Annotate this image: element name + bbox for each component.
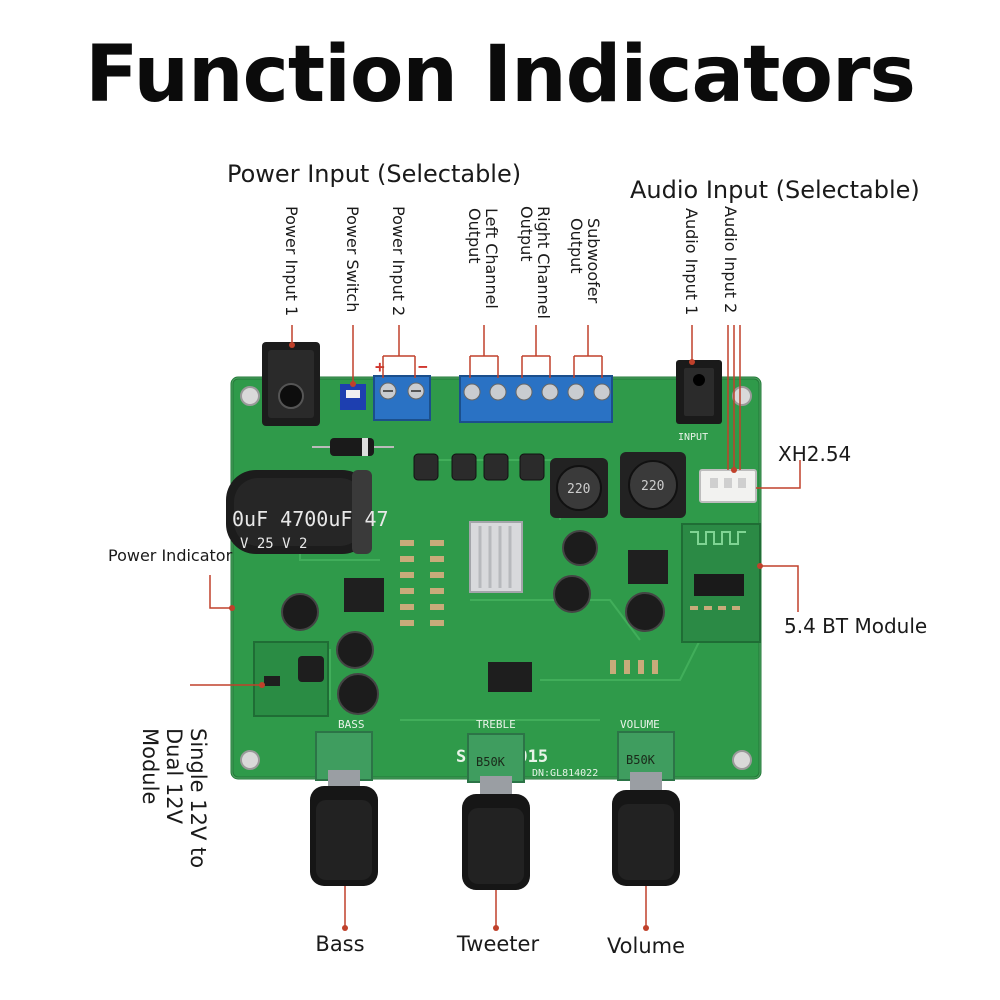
label-volume: Volume: [606, 934, 686, 958]
label-bass: Bass: [315, 932, 365, 956]
callout-dots: [229, 342, 763, 931]
page-title: Function Indicators: [85, 30, 916, 120]
capacitor-voltage: V 25 V 2: [240, 536, 307, 552]
power-input-header: Power Input (Selectable): [227, 160, 522, 188]
potentiometer-bass: [310, 731, 378, 886]
main-capacitor: 0uF 4700uF 47 V 25 V 2: [226, 470, 389, 554]
op-amp-chip: [488, 662, 532, 692]
capacitor-marking: 0uF 4700uF 47: [232, 507, 389, 531]
mounting-holes: [240, 386, 752, 770]
label-xh254: XH2.54: [778, 442, 852, 466]
potentiometer-volume: B50K: [612, 731, 680, 886]
audio-input-header: Audio Input (Selectable): [630, 176, 920, 204]
label-audio-input-1: Audio Input 1: [682, 208, 701, 316]
pot-value-volume: B50K: [626, 753, 656, 767]
terminal-block-power: [373, 375, 431, 421]
smd-resistors: [400, 540, 658, 674]
label-audio-input-2: Audio Input 2: [721, 206, 740, 314]
board-dn: DN:GL814022: [532, 768, 598, 779]
power-inductors: 220 220: [550, 452, 686, 518]
terminal-block-outputs: [459, 375, 613, 423]
label-power-indicator: Power Indicator: [108, 546, 233, 565]
small-capacitors: [281, 530, 665, 715]
label-power-switch: Power Switch: [343, 206, 362, 313]
label-dual-12v-module: Single 12V to Dual 12V Module: [138, 728, 210, 869]
label-right-channel-output: Right Channel Output: [517, 206, 553, 319]
diode: [312, 438, 394, 456]
pot-value-treble: B50K: [476, 755, 506, 769]
small-inductors: [413, 453, 545, 481]
label-tweeter: Tweeter: [456, 932, 540, 956]
label-bt-module: 5.4 BT Module: [784, 614, 928, 638]
silk-volume: VOLUME: [620, 718, 660, 731]
silk-treble: TREBLE: [476, 718, 516, 731]
callout-lines: [190, 325, 801, 928]
label-power-input-1: Power Input 1: [282, 206, 301, 317]
label-subwoofer-output: Subwoofer Output: [567, 218, 603, 304]
inductor-label-2: 220: [641, 479, 664, 494]
regulator-2: [628, 550, 668, 584]
polarity-plus: +: [375, 357, 385, 376]
potentiometer-treble: B50K: [462, 733, 530, 890]
audio-jack: [676, 360, 722, 424]
voltage-regulator: [344, 578, 384, 612]
heatsink: [469, 521, 523, 593]
dual-12v-module: [253, 641, 329, 717]
dc-jack: [262, 342, 320, 426]
polarity-minus: −: [418, 357, 428, 376]
label-power-input-2: Power Input 2: [389, 206, 408, 317]
bt-module-pcb: [681, 523, 761, 643]
label-left-channel-output: Left Channel Output: [465, 208, 501, 309]
inductor-label-1: 220: [567, 482, 590, 497]
power-switch: [340, 384, 366, 410]
silk-bass: BASS: [338, 718, 365, 731]
silk-input: INPUT: [678, 432, 708, 443]
xh-connector: [699, 469, 757, 503]
